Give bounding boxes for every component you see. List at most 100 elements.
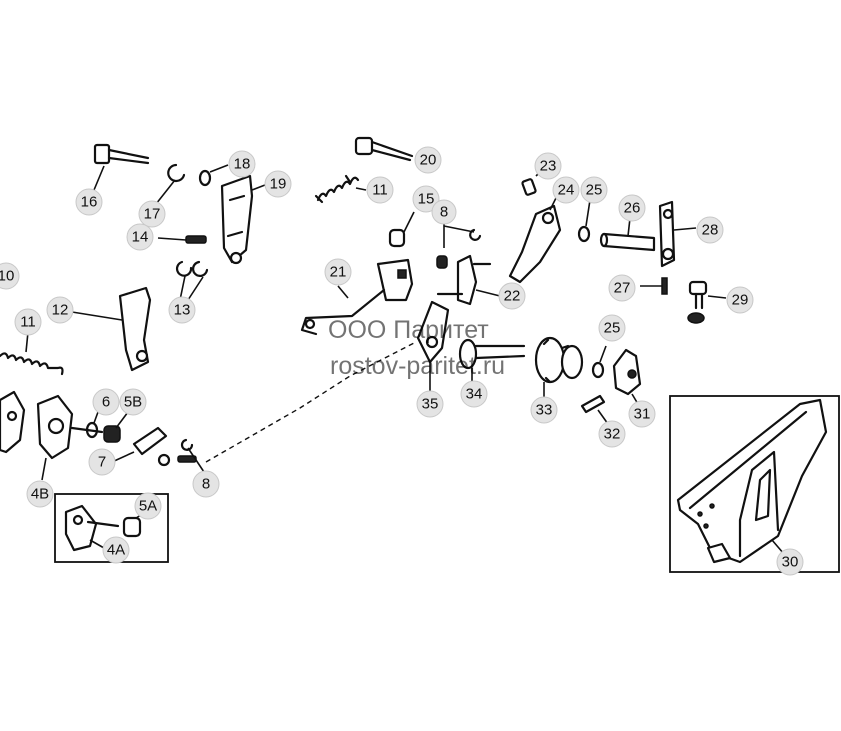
- callout-label: 8: [202, 476, 210, 493]
- part-26-pin: [599, 217, 656, 252]
- callout-11-mid: 11: [366, 176, 394, 204]
- callout-label: 18: [234, 156, 251, 173]
- callout-label: 6: [102, 394, 110, 411]
- callout-5b: 5B: [119, 388, 147, 416]
- callout-label: 19: [270, 176, 287, 193]
- callout-label: 15: [418, 191, 435, 208]
- callout-label: 32: [604, 426, 621, 443]
- callout-label: 10: [0, 268, 14, 285]
- callout-label: 23: [540, 158, 557, 175]
- callout-label: 35: [422, 396, 439, 413]
- callout-label: 7: [98, 454, 106, 471]
- part-25-washer-mid: [591, 345, 607, 379]
- callout-label: 5A: [139, 498, 157, 515]
- alignment-line: [205, 341, 417, 463]
- callout-28: 28: [696, 216, 724, 244]
- part-6-washer: [85, 411, 99, 439]
- part-8-pins-mid: [436, 222, 482, 269]
- callout-label: 20: [420, 152, 437, 169]
- part-15-bushing: [388, 211, 415, 248]
- part-25-washer-top: [577, 199, 591, 243]
- part-34-shaft: [458, 338, 526, 384]
- part-32-pin: [580, 394, 609, 425]
- callout-label: 17: [144, 206, 161, 223]
- part-5b-nut: [103, 411, 129, 443]
- callout-label: 24: [558, 182, 575, 199]
- callout-label: 12: [52, 302, 69, 319]
- callout-label: 33: [536, 402, 553, 419]
- part-31-cam: [612, 348, 642, 405]
- part-19-bracket: [220, 174, 266, 265]
- callout-35: 35: [416, 390, 444, 418]
- callout-31: 31: [628, 400, 656, 428]
- callout-21: 21: [324, 258, 352, 286]
- callout-label: 25: [586, 182, 603, 199]
- part-13-clips: [175, 260, 209, 301]
- callout-27: 27: [608, 274, 636, 302]
- callout-label: 5B: [124, 394, 142, 411]
- callout-32: 32: [598, 420, 626, 448]
- part-4b-lever: [36, 394, 74, 481]
- callout-15: 15: [412, 185, 440, 213]
- callout-label: 25: [604, 320, 621, 337]
- part-11-spring-left: [0, 331, 64, 376]
- callout-6: 6: [92, 388, 120, 416]
- callout-24: 24: [552, 176, 580, 204]
- callout-4a: 4A: [102, 536, 130, 564]
- callout-label: 11: [372, 182, 388, 199]
- callout-16: 16: [75, 188, 103, 216]
- inset-box-30: [669, 395, 840, 573]
- part-12-plate: [71, 286, 152, 372]
- callout-30: 30: [776, 548, 804, 576]
- callout-10: 10: [0, 262, 20, 290]
- callout-label: 21: [330, 264, 347, 281]
- part-20-bolt: [354, 136, 414, 162]
- part-8-pins-left: [177, 438, 205, 473]
- callout-18: 18: [228, 150, 256, 178]
- callout-label: 4A: [107, 542, 125, 559]
- part-14-pin: [157, 235, 207, 244]
- part-17-clip: [155, 163, 186, 205]
- watermark-url: rostov-paritet.ru: [330, 352, 505, 380]
- callout-22: 22: [498, 282, 526, 310]
- part-27-pin: [640, 277, 668, 295]
- callout-label: 22: [504, 288, 521, 305]
- callout-33: 33: [530, 396, 558, 424]
- part-22-lever: [436, 254, 501, 306]
- part-24-lever: [508, 197, 562, 284]
- callout-29: 29: [726, 286, 754, 314]
- part-7-link: [111, 426, 171, 467]
- callout-11-left: 11: [14, 308, 42, 336]
- callout-label: 28: [702, 222, 719, 239]
- callout-25-top: 25: [580, 176, 608, 204]
- callout-label: 13: [174, 302, 191, 319]
- callout-12: 12: [46, 296, 74, 324]
- callout-label: 14: [132, 229, 149, 246]
- callout-label: 8: [440, 204, 448, 221]
- callout-13: 13: [168, 296, 196, 324]
- callout-label: 11: [20, 314, 36, 331]
- part-11-spring-mid: [314, 174, 367, 204]
- callout-8-mid: 8: [431, 199, 457, 225]
- callout-8-left: 8: [192, 470, 220, 498]
- callout-25-mid: 25: [598, 314, 626, 342]
- callout-5a: 5A: [134, 492, 162, 520]
- callout-23: 23: [534, 152, 562, 180]
- callout-label: 16: [81, 194, 98, 211]
- callout-4b: 4B: [26, 480, 54, 508]
- watermark-company: ООО Паритет: [328, 316, 489, 344]
- callout-26: 26: [618, 194, 646, 222]
- part-side-plate: [0, 390, 26, 454]
- part-18-washer: [198, 164, 229, 187]
- shaft-line: [70, 426, 104, 434]
- callout-14: 14: [126, 223, 154, 251]
- callout-17: 17: [138, 200, 166, 228]
- callout-label: 27: [614, 280, 631, 297]
- part-16-bolt: [93, 143, 150, 191]
- callout-19: 19: [264, 170, 292, 198]
- part-35-plate: [416, 300, 450, 392]
- part-21-lever: [300, 258, 414, 336]
- part-33-gear: [534, 336, 584, 400]
- callout-7: 7: [88, 448, 116, 476]
